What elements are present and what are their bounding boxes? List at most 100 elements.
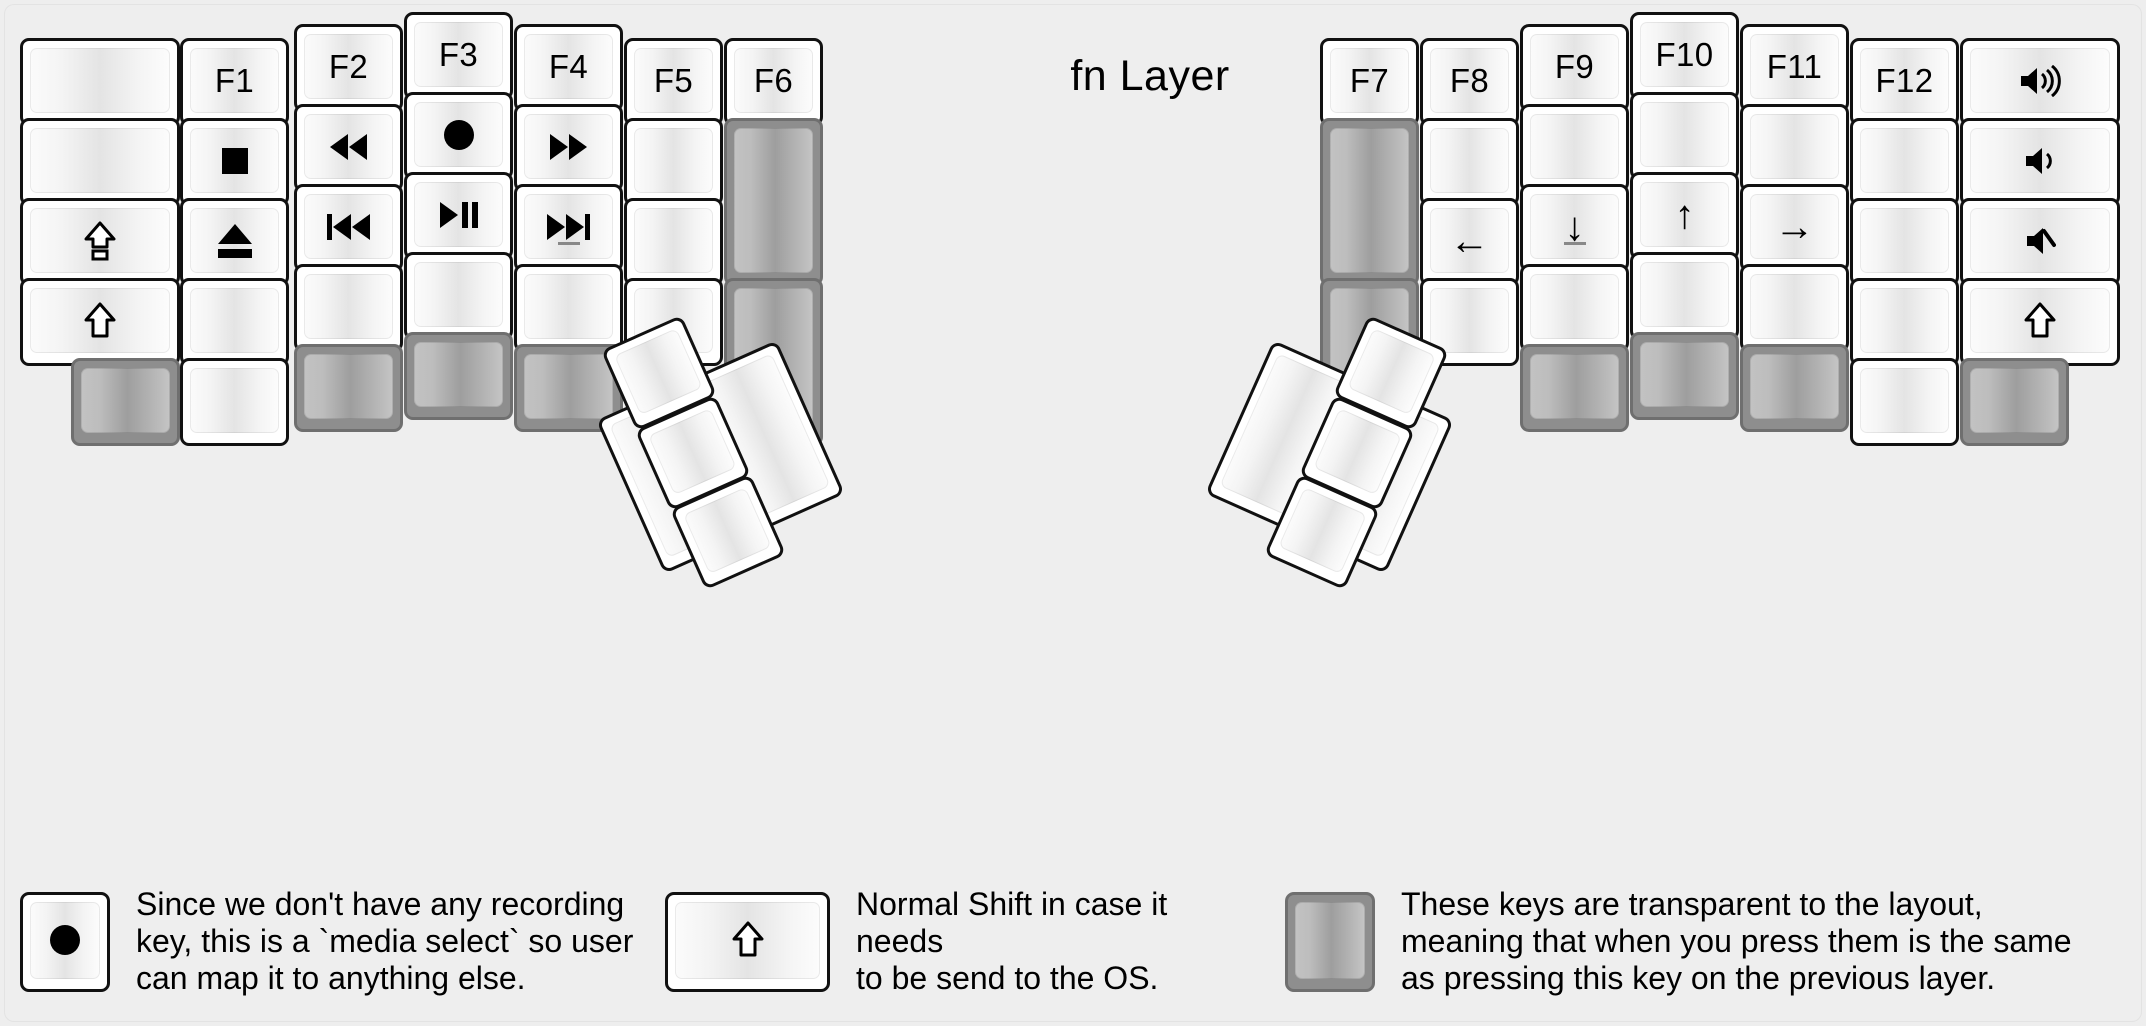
key-left-c3-r0[interactable]: F3: [404, 12, 513, 100]
key-right-c1-r0[interactable]: F8: [1420, 38, 1519, 126]
key-left-c0-r1[interactable]: [20, 118, 180, 206]
media-rewind-icon: [330, 133, 367, 160]
keycap: [304, 354, 393, 419]
key-right-c6-r2[interactable]: [1960, 198, 2120, 286]
key-left-c6-r0[interactable]: F6: [724, 38, 823, 126]
keycap: F7: [1330, 48, 1409, 113]
key-left-c5-r2[interactable]: [624, 198, 723, 286]
key-right-c5-r3[interactable]: [1850, 278, 1959, 366]
keycap: [1750, 114, 1839, 179]
keycap: [1860, 208, 1949, 273]
legend-text: Normal Shift in case it needs to be send…: [856, 886, 1168, 997]
key-left-c5-r1[interactable]: [624, 118, 723, 206]
key-left-c3-r3[interactable]: [404, 252, 513, 340]
arrow-down-icon: ↓: [1564, 204, 1585, 249]
keycap: [30, 208, 170, 273]
key-right-c4-r3[interactable]: [1740, 264, 1849, 352]
key-right-c4-r4-transparent[interactable]: [1740, 344, 1849, 432]
key-left-c4-r2[interactable]: [514, 184, 623, 272]
keycap: [634, 208, 713, 273]
key-left-c0-r0[interactable]: [20, 38, 180, 126]
key-left-c4-r1[interactable]: [514, 104, 623, 192]
key-label: F10: [1655, 36, 1714, 73]
key-right-c6-r4-transparent[interactable]: [1960, 358, 2069, 446]
key-right-c5-r0[interactable]: F12: [1850, 38, 1959, 126]
keycap: [1313, 408, 1402, 496]
key-right-c3-r4-transparent[interactable]: [1630, 332, 1739, 420]
keycap: [1530, 354, 1619, 419]
legend-item-transparent: These keys are transparent to the layout…: [1285, 886, 2135, 997]
keycap: [524, 194, 613, 259]
key-right-c2-r1[interactable]: [1520, 104, 1629, 192]
keycap: [1295, 901, 1365, 979]
key-right-c1-r2[interactable]: ←: [1420, 198, 1519, 286]
key-left-c5-r0[interactable]: F5: [624, 38, 723, 126]
key-right-c6-r1[interactable]: [1960, 118, 2120, 206]
keycap: [304, 114, 393, 179]
key-right-c2-r3[interactable]: [1520, 264, 1629, 352]
keycap: [30, 128, 170, 193]
keycap: [190, 368, 279, 433]
key-right-c1-r3[interactable]: [1420, 278, 1519, 366]
keycap: ↓: [1530, 194, 1619, 259]
key-left-c3-r2[interactable]: [404, 172, 513, 260]
media-stop-icon: [221, 147, 248, 174]
keycap: [1640, 342, 1729, 407]
keycap: [304, 194, 393, 259]
keycap: [734, 128, 813, 273]
key-left-c1-r3[interactable]: [180, 278, 289, 366]
keycap: [1750, 274, 1839, 339]
key-right-c3-r1[interactable]: [1630, 92, 1739, 180]
key-left-c1-r0[interactable]: F1: [180, 38, 289, 126]
key-left-c2-r0[interactable]: F2: [294, 24, 403, 112]
key-left-c2-r2[interactable]: [294, 184, 403, 272]
home-row-marker: [1563, 242, 1586, 245]
key-left-c2-r4-transparent[interactable]: [294, 344, 403, 432]
keycap: [1860, 288, 1949, 353]
key-label: F5: [653, 62, 694, 99]
keycap: F2: [304, 34, 393, 99]
keycap: [190, 208, 279, 273]
keycap: [414, 102, 503, 167]
key-left-c3-r1[interactable]: [404, 92, 513, 180]
key-right-c0-r1-transparent-2u[interactable]: [1320, 118, 1419, 286]
key-right-c3-r2[interactable]: ↑: [1630, 172, 1739, 260]
key-right-c6-r3[interactable]: [1960, 278, 2120, 366]
key-right-c4-r0[interactable]: F11: [1740, 24, 1849, 112]
key-left-c2-r1[interactable]: [294, 104, 403, 192]
key-right-c0-r0[interactable]: F7: [1320, 38, 1419, 126]
key-left-c6-r1-transparent-2u[interactable]: [724, 118, 823, 286]
legend-text: These keys are transparent to the layout…: [1401, 886, 2072, 997]
keycap: [414, 262, 503, 327]
key-label: F8: [1449, 62, 1490, 99]
key-right-c4-r2[interactable]: →: [1740, 184, 1849, 272]
key-right-c3-r3[interactable]: [1630, 252, 1739, 340]
keycap: [683, 487, 772, 575]
key-left-c2-r3[interactable]: [294, 264, 403, 352]
key-left-c3-r4-transparent[interactable]: [404, 332, 513, 420]
shift-arrow-icon: [83, 301, 117, 341]
key-left-c1-r2[interactable]: [180, 198, 289, 286]
key-right-c5-r2[interactable]: [1850, 198, 1959, 286]
key-label: F1: [214, 62, 255, 99]
key-left-c4-r0[interactable]: F4: [514, 24, 623, 112]
key-right-c2-r0[interactable]: F9: [1520, 24, 1629, 112]
key-right-c5-r4[interactable]: [1850, 358, 1959, 446]
keycap: [1860, 128, 1949, 193]
key-left-c4-r3[interactable]: [514, 264, 623, 352]
key-left-c1-r4[interactable]: [180, 358, 289, 446]
key-left-c0-r4-transparent[interactable]: [71, 358, 180, 446]
key-left-c0-r3[interactable]: [20, 278, 180, 366]
key-right-c5-r1[interactable]: [1850, 118, 1959, 206]
key-right-c3-r0[interactable]: F10: [1630, 12, 1739, 100]
key-label: F6: [753, 62, 794, 99]
key-left-c1-r1[interactable]: [180, 118, 289, 206]
key-right-c1-r1[interactable]: [1420, 118, 1519, 206]
key-right-c2-r4-transparent[interactable]: [1520, 344, 1629, 432]
key-right-c4-r1[interactable]: [1740, 104, 1849, 192]
keycap: [1430, 288, 1509, 353]
key-right-c2-r2[interactable]: ↓: [1520, 184, 1629, 272]
key-right-c6-r0[interactable]: [1960, 38, 2120, 126]
key-left-c0-r2[interactable]: [20, 198, 180, 286]
